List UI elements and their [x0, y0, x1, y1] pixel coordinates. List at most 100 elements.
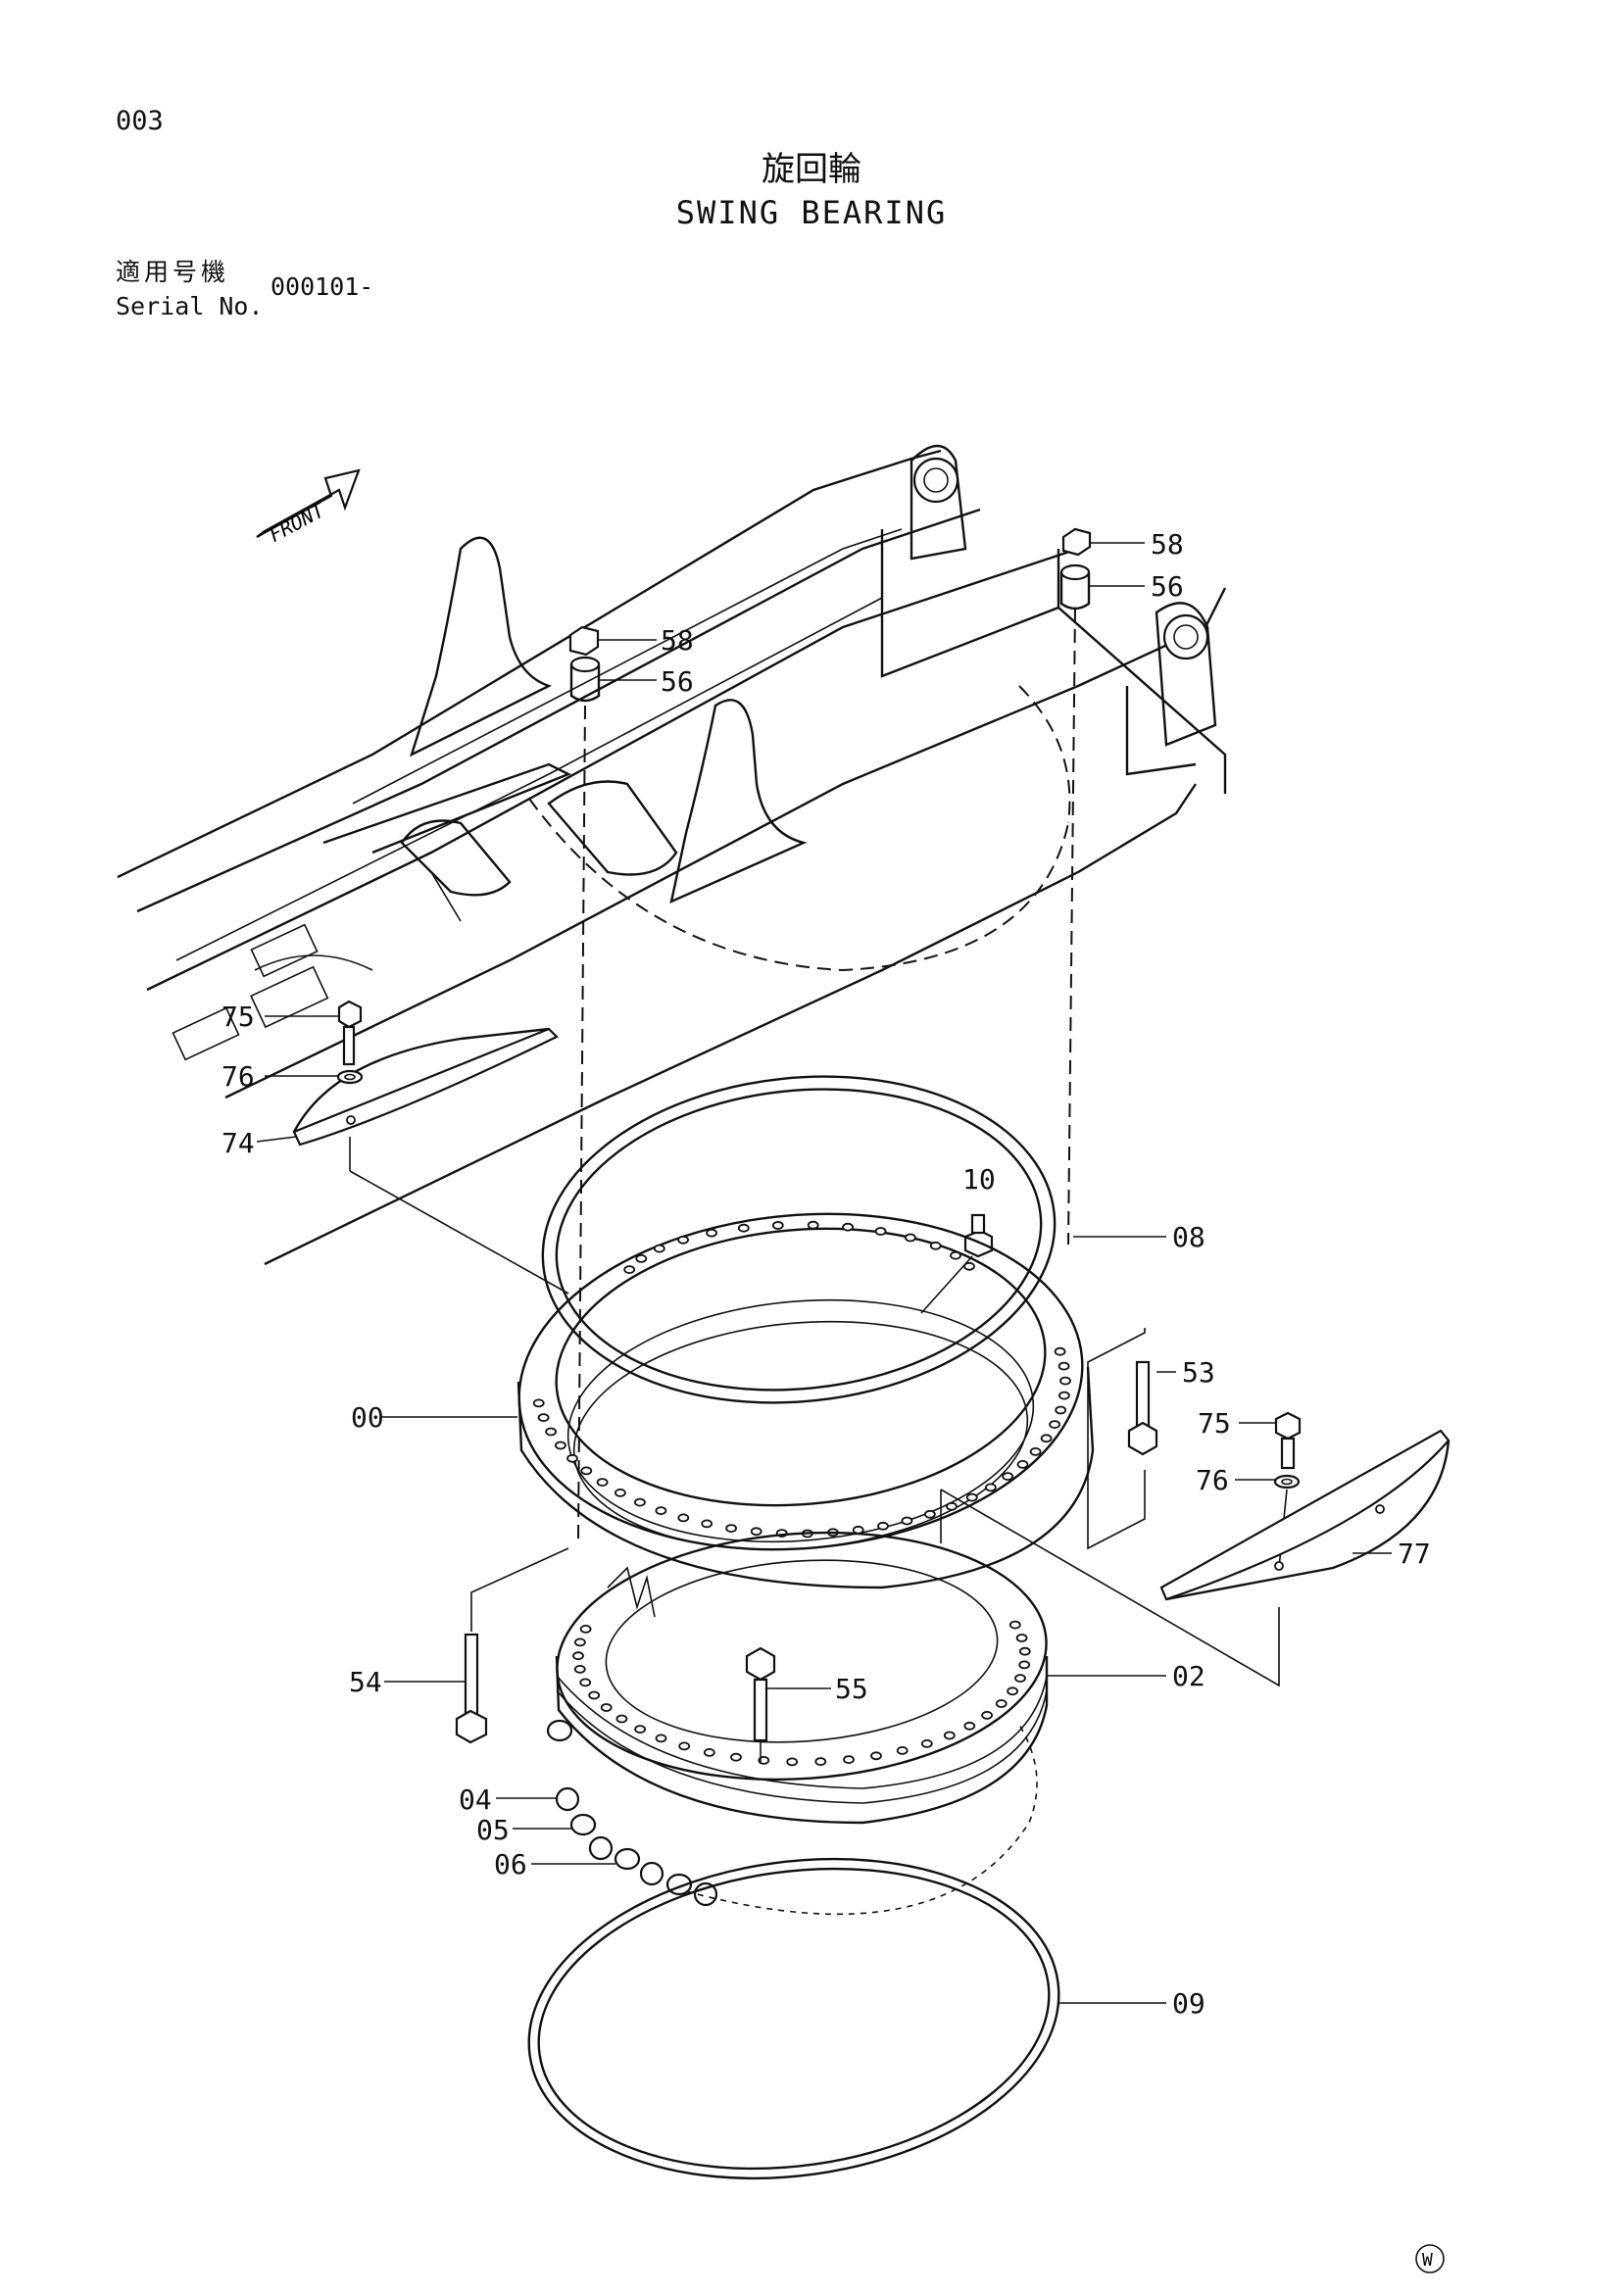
bolt-hole	[1018, 1660, 1031, 1670]
bolt-hole	[701, 1519, 713, 1529]
front-label: FRONT	[265, 498, 329, 547]
bolt-hole	[1040, 1434, 1053, 1443]
callout-56-center: 56	[661, 665, 694, 698]
bolt-hole	[920, 1739, 933, 1748]
page-code: 003	[116, 106, 164, 136]
callout-10: 10	[962, 1163, 996, 1196]
page-title-japanese: 旋回輪	[762, 150, 861, 189]
bolt-hole	[634, 1497, 646, 1507]
bolt-hole	[943, 1731, 956, 1740]
bolt-hole	[730, 1752, 742, 1762]
bolt-hole	[905, 1233, 916, 1243]
collar-56-center-icon	[569, 656, 601, 703]
callout-75-left: 75	[221, 1001, 255, 1033]
callout-77: 77	[1398, 1538, 1431, 1570]
washer-76-left-icon	[336, 1069, 364, 1085]
bolt-75-right-icon	[1274, 1411, 1302, 1470]
bolt-hole	[946, 1501, 958, 1511]
bolt-hole	[572, 1651, 584, 1661]
bolt-hole	[1058, 1391, 1070, 1400]
bolt-54-icon	[455, 1547, 569, 1744]
bolt-hole	[843, 1755, 855, 1764]
bolt-hole	[1029, 1447, 1042, 1456]
bolt-hole	[737, 1223, 750, 1233]
bolt-hole	[924, 1509, 936, 1519]
callout-76-left: 76	[221, 1060, 255, 1093]
bolt-hole	[634, 1725, 646, 1734]
bolt-hole	[750, 1527, 762, 1537]
bolt-hole	[870, 1751, 882, 1761]
bolt-hole	[532, 1398, 545, 1408]
bolt-hole	[1057, 1361, 1070, 1371]
callout-08: 08	[1172, 1221, 1205, 1253]
bolt-hole	[615, 1489, 626, 1497]
bolt-hole	[677, 1513, 690, 1523]
callout-55: 55	[835, 1673, 868, 1705]
bolt-hole	[579, 1625, 592, 1634]
bearing-ball-and-spacer-parts	[546, 1719, 718, 1907]
bolt-hole	[901, 1516, 913, 1526]
bolt-hole	[1059, 1376, 1071, 1386]
serial-label-japanese: 適用号機	[116, 258, 230, 286]
callout-05: 05	[476, 1814, 510, 1846]
bolt-hole	[574, 1637, 586, 1647]
footer-mark-letter: W	[1422, 2250, 1433, 2271]
bolt-hole	[807, 1220, 819, 1230]
bolt-53-icon	[1087, 1328, 1158, 1550]
bolt-hole	[580, 1466, 593, 1476]
callout-00: 00	[351, 1401, 384, 1434]
bolt-hole	[1008, 1620, 1021, 1630]
collar-56-right-icon	[1059, 563, 1091, 611]
bolt-hole	[635, 1254, 648, 1263]
bolt-hole	[677, 1235, 689, 1245]
bolt-hole	[1015, 1634, 1028, 1642]
serial-number-value: 000101-	[270, 272, 374, 301]
bolt-hole	[786, 1757, 799, 1767]
bolt-hole	[877, 1521, 889, 1531]
seal-ring-08	[541, 1075, 1057, 1404]
callout-74: 74	[221, 1127, 255, 1159]
bolt-hole	[963, 1261, 975, 1271]
undercarriage-frame	[117, 444, 1227, 1266]
bolt-hole	[814, 1757, 827, 1766]
callout-56-right: 56	[1151, 570, 1184, 603]
seal-ring-09	[527, 1857, 1060, 2180]
bolt-hole	[1002, 1472, 1014, 1481]
bolt-75-left-icon	[337, 1000, 363, 1066]
bolt-hole	[965, 1492, 978, 1502]
bolt-hole	[950, 1250, 961, 1260]
bolt-hole	[963, 1721, 976, 1731]
bolt-hole	[1018, 1646, 1031, 1656]
swing-bearing-inner-ring-02	[555, 1531, 1049, 1825]
callout-leaders	[256, 542, 1392, 2004]
bolt-hole	[706, 1228, 717, 1238]
bolt-hole	[579, 1678, 592, 1687]
callout-numbers: 58 56 58 56 75 76 74 10 08 53 75 76 77 0…	[221, 528, 1431, 2020]
bolt-hole	[615, 1714, 628, 1724]
washer-76-right-icon	[1273, 1474, 1301, 1490]
bolt-hole	[678, 1741, 691, 1751]
bolt-hole	[566, 1453, 578, 1463]
bolt-holes-outer-ring	[532, 1220, 1071, 1539]
bolt-hole	[1055, 1405, 1067, 1415]
callout-09: 09	[1172, 1987, 1205, 2020]
bolt-hole	[588, 1690, 601, 1700]
bolt-55-icon	[745, 1646, 776, 1764]
grease-fitting-10-icon	[920, 1213, 994, 1314]
bolt-hole	[1054, 1346, 1066, 1356]
bolt-hole	[623, 1265, 636, 1274]
bolt-holes-inner-ring	[572, 1620, 1031, 1767]
bolt-hole	[985, 1483, 997, 1492]
bolt-hole	[655, 1734, 667, 1743]
bolt-hole	[981, 1711, 993, 1720]
shim-plate-74	[292, 1027, 559, 1147]
nut-58-center-icon	[568, 625, 600, 657]
shim-plate-77	[1159, 1429, 1451, 1601]
bolt-hole	[555, 1441, 566, 1450]
bolt-hole	[896, 1746, 909, 1755]
callout-53: 53	[1182, 1356, 1215, 1389]
bolt-hole	[1049, 1420, 1060, 1429]
bolt-hole	[995, 1699, 1008, 1708]
bolt-hole	[771, 1221, 784, 1230]
